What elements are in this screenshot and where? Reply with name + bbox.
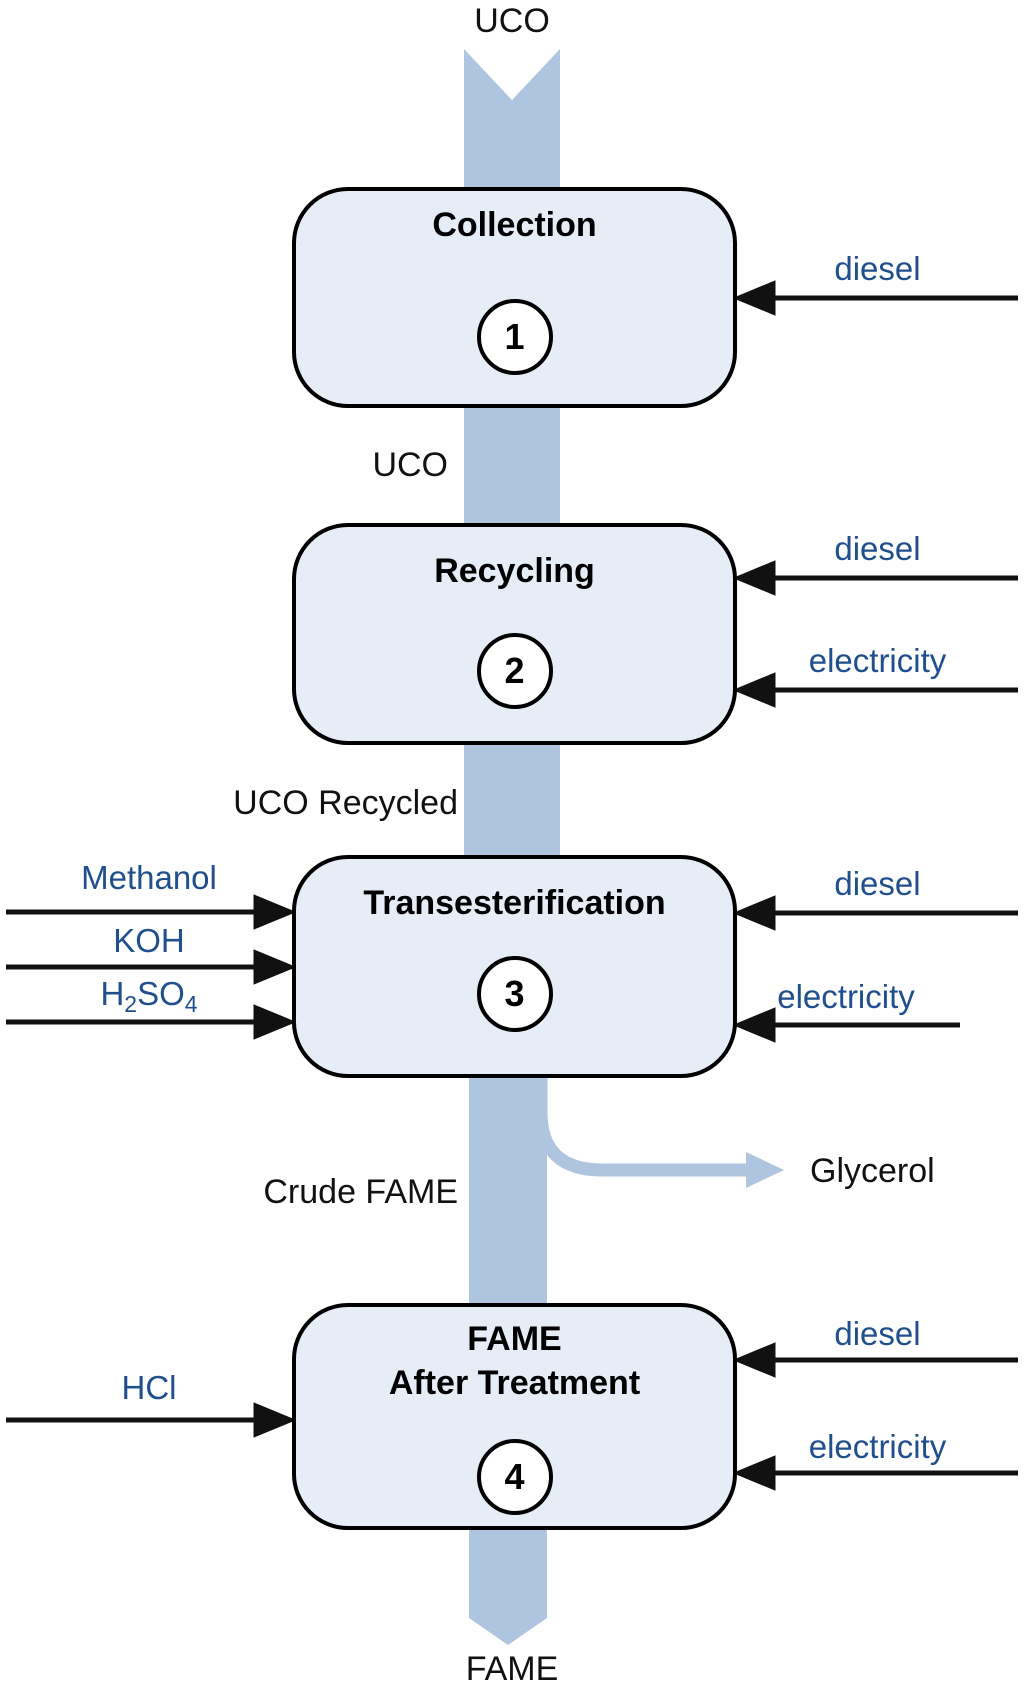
input-label-diesel-stage1: diesel [834, 250, 921, 287]
arrow-h2so4-stage3 [6, 1004, 297, 1040]
input-label-hcl: HCl [121, 1369, 177, 1406]
h2so4-sub2: 4 [184, 991, 198, 1017]
arrow-diesel-stage1 [732, 280, 1018, 316]
stage-title-line2: After Treatment [388, 1364, 641, 1402]
stage-box-transesterification: Transesterification 3 [292, 855, 737, 1078]
stage-title: Transesterification [363, 884, 666, 922]
arrow-electricity-stage3 [732, 1007, 960, 1043]
input-label-electricity-stage4: electricity [808, 1428, 947, 1465]
flow-label-uco-recycled: UCO Recycled [233, 784, 458, 822]
stage-number-badge: 1 [476, 299, 553, 375]
input-label-diesel-stage2: diesel [834, 530, 921, 567]
flow-label-glycerol: Glycerol [810, 1152, 935, 1190]
stage-box-collection: Collection 1 [292, 187, 737, 408]
input-label-diesel-stage3: diesel [834, 865, 921, 902]
input-label-koh: KOH [113, 922, 185, 959]
arrow-hcl-stage4 [6, 1402, 297, 1438]
stage-number: 2 [504, 650, 525, 691]
input-label-electricity-stage3: electricity [777, 978, 915, 1015]
arrow-koh-stage3 [6, 949, 297, 985]
arrow-electricity-stage2 [732, 672, 1018, 708]
stage-title: Collection [432, 206, 597, 244]
stage-title: Recycling [434, 552, 595, 590]
arrow-methanol-stage3 [6, 894, 297, 930]
h2so4-sub1: 2 [124, 991, 138, 1017]
flow-label-crude-fame: Crude FAME [263, 1173, 458, 1211]
arrow-electricity-stage4 [732, 1455, 1018, 1491]
stage-box-recycling: Recycling 2 [292, 523, 737, 745]
stage-number-badge: 3 [476, 956, 553, 1032]
stage-title-line1: FAME [467, 1320, 562, 1358]
stage-number-badge: 4 [476, 1439, 553, 1515]
arrow-diesel-stage4 [732, 1342, 1018, 1378]
input-label-methanol: Methanol [81, 859, 217, 896]
stage-number-badge: 2 [476, 633, 553, 709]
flow-label-uco-between: UCO [372, 446, 448, 484]
input-label-h2so4: H2SO4 [6, 975, 292, 1017]
stage-number: 1 [504, 316, 525, 357]
h2so4-base1: H [100, 975, 125, 1012]
input-label-diesel-stage4: diesel [834, 1315, 921, 1352]
flow-label-fame-output: FAME [465, 1650, 559, 1688]
h2so4-base2: SO [137, 975, 185, 1012]
glycerol-arrow [534, 1072, 784, 1188]
stage-number: 4 [504, 1456, 525, 1497]
arrow-diesel-stage2 [732, 560, 1018, 596]
stage-box-fame-after-treatment: FAME After Treatment 4 [292, 1303, 737, 1530]
stage-number: 3 [504, 973, 525, 1014]
arrow-diesel-stage3 [732, 895, 1018, 931]
flow-label-uco-top: UCO [474, 2, 550, 40]
input-label-electricity-stage2: electricity [808, 642, 947, 679]
